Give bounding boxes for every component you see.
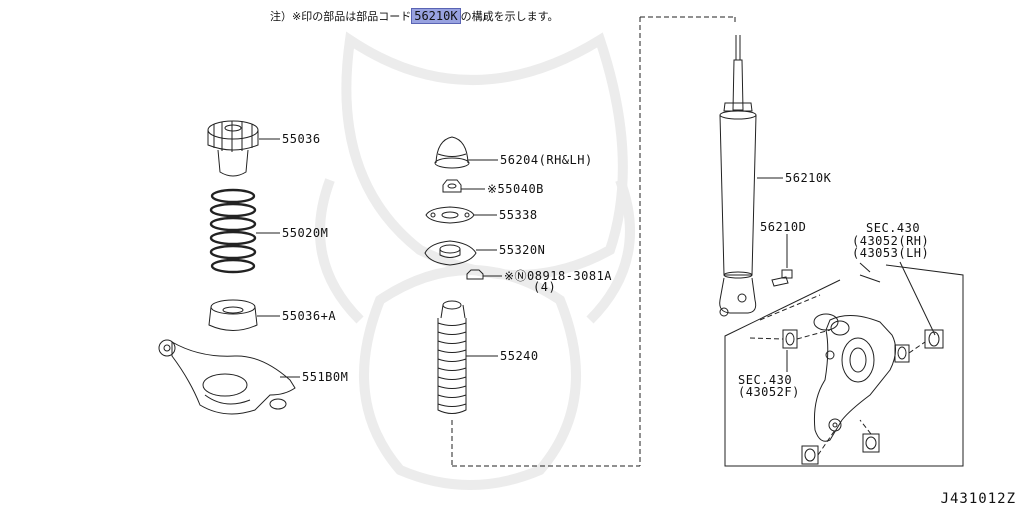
- part-55040B-drawing: [442, 179, 462, 193]
- label-551B0M[interactable]: 551B0M: [302, 370, 349, 384]
- kit-note-prefix: 注）※印の部品は部品コード: [270, 10, 412, 23]
- part-56210K-shock-drawing: [719, 35, 757, 317]
- highlighted-part-code[interactable]: 56210K: [411, 8, 461, 24]
- label-08918-3081A[interactable]: ※Ⓝ08918-3081A: [504, 269, 613, 283]
- label-56210D[interactable]: 56210D: [760, 220, 807, 234]
- label-sec430-right-title[interactable]: SEC.430: [866, 221, 921, 235]
- label-56210K[interactable]: 56210K: [785, 171, 832, 185]
- label-55036A[interactable]: 55036+A: [282, 309, 337, 323]
- label-55040B[interactable]: ※55040B: [487, 182, 544, 196]
- label-55020M[interactable]: 55020M: [282, 226, 329, 240]
- label-sec430-right-rh: (43052(RH): [852, 234, 930, 248]
- part-56204-drawing: [434, 136, 470, 169]
- part-55020M-spring-drawing: [209, 188, 257, 274]
- label-56204[interactable]: 56204(RH&LH): [500, 153, 593, 167]
- label-sec430-right-lh: (43053(LH): [852, 246, 930, 260]
- label-55338[interactable]: 55338: [499, 208, 538, 222]
- part-55338-drawing: [425, 206, 475, 224]
- label-55036[interactable]: 55036: [282, 132, 321, 146]
- label-sec430-left-title[interactable]: SEC.430: [738, 373, 793, 387]
- part-55240-drawing: [437, 300, 467, 414]
- part-55036-drawing: [207, 120, 259, 177]
- kit-56210K-bracket: [451, 15, 736, 467]
- part-08918-nut-drawing: [466, 269, 484, 280]
- label-08918-qty: (4): [533, 280, 557, 294]
- label-sec430-left-code: (43052F): [738, 385, 800, 399]
- kit-note-suffix: の構成を示します。: [460, 10, 559, 23]
- knuckle-dashed-leaders: [749, 294, 926, 456]
- label-55240[interactable]: 55240: [500, 349, 539, 363]
- diagram-reference-code: J431012Z: [940, 491, 1016, 507]
- watermark-emblem: [315, 31, 635, 490]
- part-55036A-drawing: [208, 299, 258, 331]
- sec430-knuckle-drawing: [782, 313, 944, 465]
- part-55320N-drawing: [424, 240, 477, 266]
- part-551B0M-arm-drawing: [158, 339, 296, 415]
- part-56210D-bolt-drawing: [771, 234, 793, 287]
- label-55320N[interactable]: 55320N: [499, 243, 546, 257]
- knuckle-box-frame: [724, 262, 964, 467]
